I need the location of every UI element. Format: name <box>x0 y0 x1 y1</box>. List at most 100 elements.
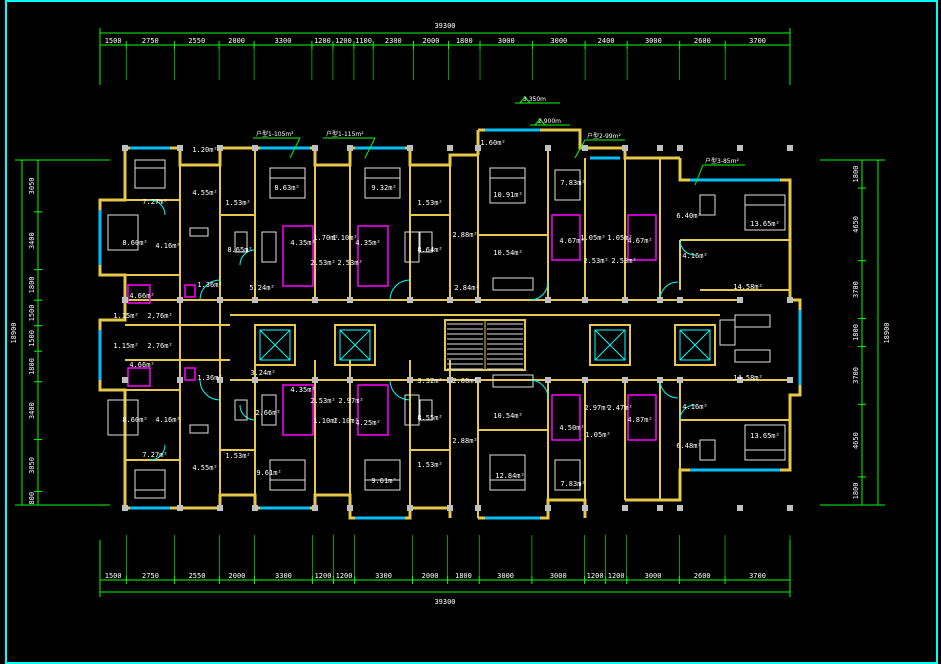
column <box>312 377 318 383</box>
elevation-label-2: 2.900m <box>538 118 561 125</box>
room-area-label: 1.53m² <box>417 199 442 207</box>
elevator-cabins <box>259 329 711 361</box>
column <box>737 297 743 303</box>
column <box>177 377 183 383</box>
column <box>217 297 223 303</box>
room-area-label: 4.55m² <box>192 189 217 197</box>
room-area-label: 10.54m² <box>493 249 523 257</box>
room-area-label: 7.83m² <box>560 480 585 488</box>
bottom-dim-5: 1200 <box>315 572 332 580</box>
room-area-label: 2.76m² <box>147 342 172 350</box>
windows <box>98 128 802 520</box>
unit-note-1: 户型1-105m² <box>256 130 294 138</box>
top-dim-6: 1200 <box>335 37 352 45</box>
room-area-label: 2.76m² <box>147 312 172 320</box>
left-dim-7: 3050 <box>28 457 36 474</box>
room-area-label: 1.10m² <box>313 417 338 425</box>
column <box>737 145 743 151</box>
door-swings <box>149 199 696 461</box>
column <box>347 505 353 511</box>
elevator-core <box>254 324 716 366</box>
column <box>657 377 663 383</box>
left-dim-4: 1500 <box>28 330 36 347</box>
unit-note-3: 户型2-99m² <box>587 132 621 140</box>
room-area-label: 4.67m² <box>627 237 652 245</box>
room-area-label: 2.47m² <box>607 404 632 412</box>
room-area-label: 4.16m² <box>682 403 707 411</box>
room-area-label: 1.36m² <box>197 281 222 289</box>
elevation-markers: 3.350m 2.900m <box>515 96 570 126</box>
column <box>475 505 481 511</box>
column <box>252 145 258 151</box>
column <box>677 145 683 151</box>
room-area-label: 8.55m² <box>417 414 442 422</box>
room-area-label: 4.66m² <box>129 292 154 300</box>
unit-type-notes: 户型1-105m² 户型1-115m² 户型2-99m² 户型3-85m² <box>253 130 745 186</box>
total-width-bottom: 39300 <box>434 598 455 606</box>
total-width-top: 39300 <box>434 22 455 30</box>
room-area-label: 2.53m² <box>611 257 636 265</box>
top-dim-12: 3000 <box>550 37 567 45</box>
room-area-label: 10.91m² <box>493 191 523 199</box>
room-area-label: 4.67m² <box>559 237 584 245</box>
room-area-label: 1.15m² <box>113 312 138 320</box>
column <box>252 505 258 511</box>
room-area-label: 4.66m² <box>129 361 154 369</box>
room-area-label: 10.54m² <box>493 412 523 420</box>
room-area-label: 4.55m² <box>192 464 217 472</box>
column <box>475 145 481 151</box>
bathroom-fixtures <box>127 214 657 441</box>
column <box>582 377 588 383</box>
room-area-label: 9.32m² <box>371 184 396 192</box>
room-area-label: 4.16m² <box>682 252 707 260</box>
column <box>447 377 453 383</box>
room-area-label: 13.65m² <box>750 220 780 228</box>
room-area-label: 1.53m² <box>225 199 250 207</box>
column <box>677 297 683 303</box>
room-area-label: 3.24m² <box>250 369 275 377</box>
room-area-label: 6.48m² <box>676 442 701 450</box>
dimension-ticks <box>34 41 866 584</box>
left-dim-2: 1800 <box>28 276 36 293</box>
bottom-dim-6: 1200 <box>336 572 353 580</box>
bottom-dim-13: 1200 <box>608 572 625 580</box>
bottom-dim-7: 3300 <box>375 572 392 580</box>
column <box>582 145 588 151</box>
right-dim-4: 3700 <box>852 367 860 384</box>
room-area-label: 3.32m² <box>417 377 442 385</box>
room-area-label: 2.97m² <box>338 397 363 405</box>
column <box>217 505 223 511</box>
room-area-label: 4.16m² <box>155 242 180 250</box>
top-dim-2: 2550 <box>188 37 205 45</box>
room-area-label: 7.27m² <box>142 198 167 206</box>
top-dim-0: 1500 <box>105 37 122 45</box>
furniture <box>107 159 786 499</box>
column <box>407 297 413 303</box>
column <box>582 297 588 303</box>
top-dim-11: 3000 <box>498 37 515 45</box>
column <box>657 505 663 511</box>
room-area-label: 4.87m² <box>627 416 652 424</box>
room-area-label: 2.88m² <box>452 377 477 385</box>
room-area-label: 4.16m² <box>155 416 180 424</box>
interior-walls <box>125 148 790 518</box>
column <box>545 377 551 383</box>
bottom-dim-12: 1200 <box>587 572 604 580</box>
column <box>217 145 223 151</box>
column <box>347 145 353 151</box>
column <box>622 145 628 151</box>
column <box>217 377 223 383</box>
room-area-label: 14.58m² <box>733 374 763 382</box>
top-dim-16: 3700 <box>749 37 766 45</box>
bottom-dim-2: 2550 <box>189 572 206 580</box>
column <box>407 145 413 151</box>
total-depth-left: 18900 <box>10 322 18 343</box>
bottom-dim-8: 2000 <box>422 572 439 580</box>
room-area-label: 4.35m² <box>290 239 315 247</box>
room-area-label: 4.25m² <box>355 419 380 427</box>
top-dim-14: 3000 <box>645 37 662 45</box>
dimension-lines <box>15 28 885 597</box>
structural-columns <box>122 145 793 511</box>
room-area-label: 8.63m² <box>274 184 299 192</box>
